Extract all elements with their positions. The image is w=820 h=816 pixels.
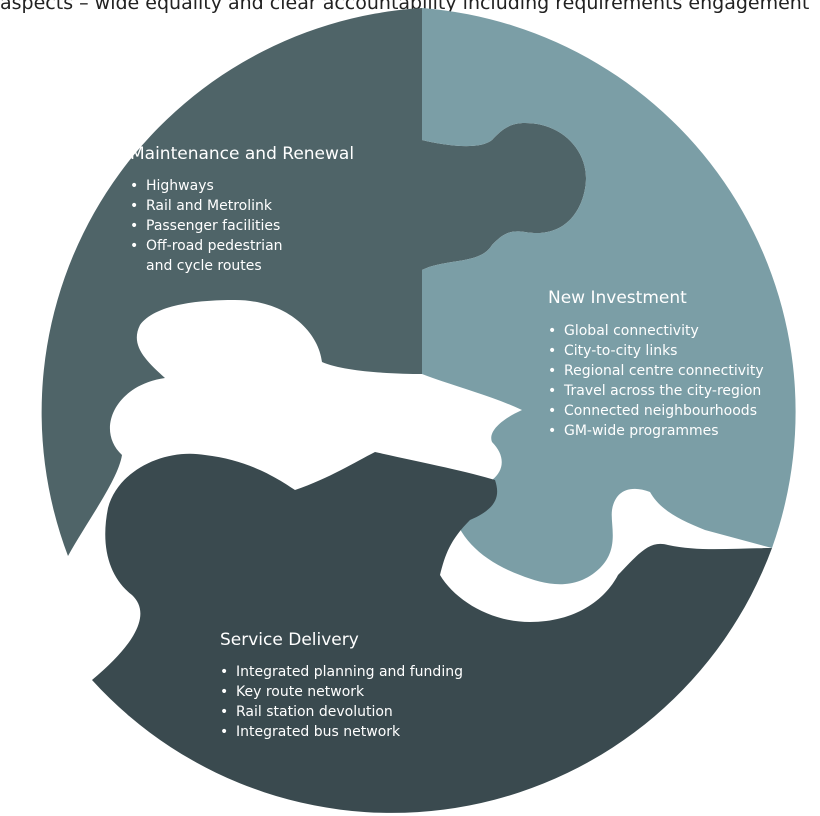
investment-item: GM-wide programmes <box>548 421 820 441</box>
investment-item: City-to-city links <box>548 341 820 361</box>
investment-item: Global connectivity <box>548 321 820 341</box>
investment-title: New Investment <box>548 288 687 308</box>
service-item: Rail station devolution <box>220 702 540 722</box>
investment-list: Global connectivity City-to-city links R… <box>548 321 820 441</box>
service-panel: Service Delivery Integrated planning and… <box>220 629 540 742</box>
maintenance-panel: Maintenance and Renewal Highways Rail an… <box>130 143 400 276</box>
maintenance-item: Highways <box>130 176 400 196</box>
maintenance-title: Maintenance and Renewal <box>130 144 355 164</box>
service-title: Service Delivery <box>220 630 359 650</box>
maintenance-item: Passenger facilities <box>130 216 400 236</box>
maintenance-item: Rail and Metrolink <box>130 196 400 216</box>
maintenance-item: Off-road pedestrian <box>130 236 400 256</box>
maintenance-item-continuation: and cycle routes <box>146 258 262 274</box>
service-item: Key route network <box>220 682 540 702</box>
maintenance-piece <box>41 8 586 556</box>
investment-item: Connected neighbourhoods <box>548 401 820 421</box>
investment-panel: New Investment Global connectivity City-… <box>548 287 820 441</box>
investment-item: Travel across the city-region <box>548 381 820 401</box>
maintenance-list: Highways Rail and Metrolink Passenger fa… <box>130 176 400 276</box>
service-item: Integrated planning and funding <box>220 662 540 682</box>
service-list: Integrated planning and funding Key rout… <box>220 662 540 742</box>
service-item: Integrated bus network <box>220 722 540 742</box>
cropped-header-text: aspects – wide equality and clear accoun… <box>0 0 810 14</box>
investment-item: Regional centre connectivity <box>548 361 820 381</box>
